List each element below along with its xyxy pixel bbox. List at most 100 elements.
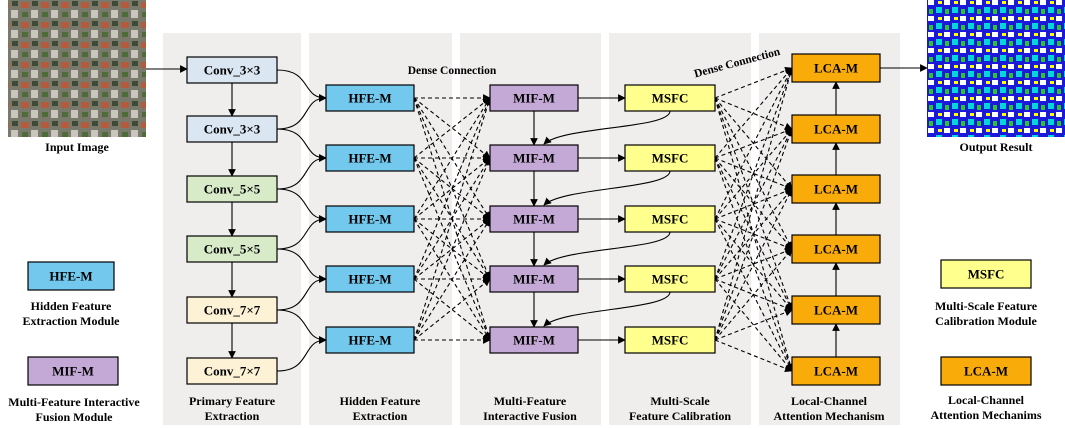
mif-module [489,326,579,354]
hfe-module-label: HFE-M [348,91,391,106]
hfe-to-mif-dense-arrow [413,278,491,341]
conv-block [186,296,278,324]
hfe-to-mif-dense-arrow [413,218,491,341]
stage-label: Feature Calibration [629,409,731,423]
hfe-to-mif-dense-arrow [413,97,491,159]
conv-to-hfe-arrow [276,154,327,190]
msfc-module-label: MSFC [652,272,689,287]
output-image-label: Output Result [959,140,1032,154]
mif-module [489,265,579,293]
legend-lca-description: Attention Mechanims [931,408,1042,422]
connections [146,64,928,372]
legend-mif-label: MIF-M [52,364,94,379]
conv-block [186,175,278,203]
hfe-to-mif-dense-arrow [413,97,491,220]
hfe-to-mif-dense-arrow [413,97,491,280]
msfc-to-lca-dense-arrow [714,188,793,341]
lca-module [791,356,881,386]
stage-label: Multi-Feature [494,394,567,408]
msfc-module [624,84,716,112]
stage-label: Extraction [205,409,260,423]
conv-block [186,115,278,143]
msfc-to-lca-dense-arrow [714,128,793,220]
mif-module-label: MIF-M [513,212,555,227]
hfe-to-mif-dense-arrow [413,218,491,280]
stage-label: Local-Channel [791,394,868,408]
hfe-to-mif-dense-arrow [413,157,491,220]
lca-module-label: LCA-M [814,61,858,76]
hfe-to-mif-dense-arrow [413,157,491,341]
lca-module-label: LCA-M [814,122,858,137]
lca-module [791,295,881,325]
legend-hfe-description: Extraction Module [23,314,121,328]
input-image [8,0,146,137]
lca-module [791,53,881,83]
hfe-module-label: HFE-M [348,333,391,348]
hfe-module-label: HFE-M [348,212,391,227]
conv-block-label: Conv_3×3 [204,63,261,78]
stage-label: Primary Feature [189,394,276,408]
legend-mif-description: Multi-Feature Interactive [8,395,140,409]
msfc-to-lca-dense-arrow [714,67,793,159]
legend-mif-swatch [27,356,119,386]
hfe-to-mif-dense-arrow [413,157,491,220]
conv-block-label: Conv_3×3 [204,122,261,137]
msfc-to-lca-dense-arrow [714,67,794,341]
lca-module-label: LCA-M [814,242,858,257]
legend-lca-swatch [940,356,1032,386]
legend-lca-description: Local-Channel [948,393,1025,407]
hfe-to-mif-dense-arrow [413,278,491,341]
hfe-to-mif-dense-arrow [413,97,491,159]
msfc-module-label: MSFC [652,91,689,106]
output-image [927,0,1065,137]
input-image-label: Input Image [45,140,109,154]
stage-label: Interactive Fusion [483,409,577,423]
lca-module [791,114,881,144]
legend-hfe-description: Hidden Feature [31,299,112,313]
legend-hfe-label: HFE-M [49,269,92,284]
legend-lca-label: LCA-M [964,364,1008,379]
legend-msfc-label: MSFC [968,267,1005,282]
conv-block [186,357,278,385]
msfc-module [624,144,716,172]
modules: Conv_3×3Conv_3×3Conv_5×5Conv_5×5Conv_7×7… [186,53,881,386]
lca-module-label: LCA-M [814,364,858,379]
stage-label: Hidden Feature [340,394,421,408]
legend-msfc-description: Multi-Scale Feature [935,299,1038,313]
msfc-to-lca-dense-arrow [714,248,793,341]
hfe-module [325,205,415,233]
hfe-module [325,144,415,172]
msfc-to-mif-arrow [543,170,671,206]
msfc-module [624,326,716,354]
hfe-module [325,326,415,354]
msfc-to-mif-arrow [543,231,671,266]
conv-to-hfe-arrow [276,275,327,311]
legend-hfe-swatch [27,261,115,291]
mif-module [489,205,579,233]
conv-to-hfe-arrow [276,336,327,372]
hfe-module [325,84,415,112]
msfc-module-label: MSFC [652,151,689,166]
stage-label: Extraction [353,409,408,423]
msfc-to-lca-dense-arrow [714,67,794,280]
lca-module-label: LCA-M [814,303,858,318]
msfc-module [624,205,716,233]
msfc-to-lca-dense-arrow [714,278,793,372]
msfc-to-mif-arrow [543,291,671,327]
legend-mif-description: Fusion Module [35,410,113,424]
conv-to-hfe-arrow [276,94,327,130]
hfe-to-mif-dense-arrow [413,218,491,280]
msfc-module-label: MSFC [652,212,689,227]
dense-connection-label: Dense Connection [408,65,497,77]
hfe-module-label: HFE-M [348,151,391,166]
conv-block-label: Conv_7×7 [204,303,261,318]
lca-module-label: LCA-M [814,182,858,197]
lca-module [791,174,881,204]
stage-label: Multi-Scale [650,394,710,408]
mif-module [489,84,579,112]
mif-module-label: MIF-M [513,91,555,106]
hfe-module-label: HFE-M [348,272,391,287]
